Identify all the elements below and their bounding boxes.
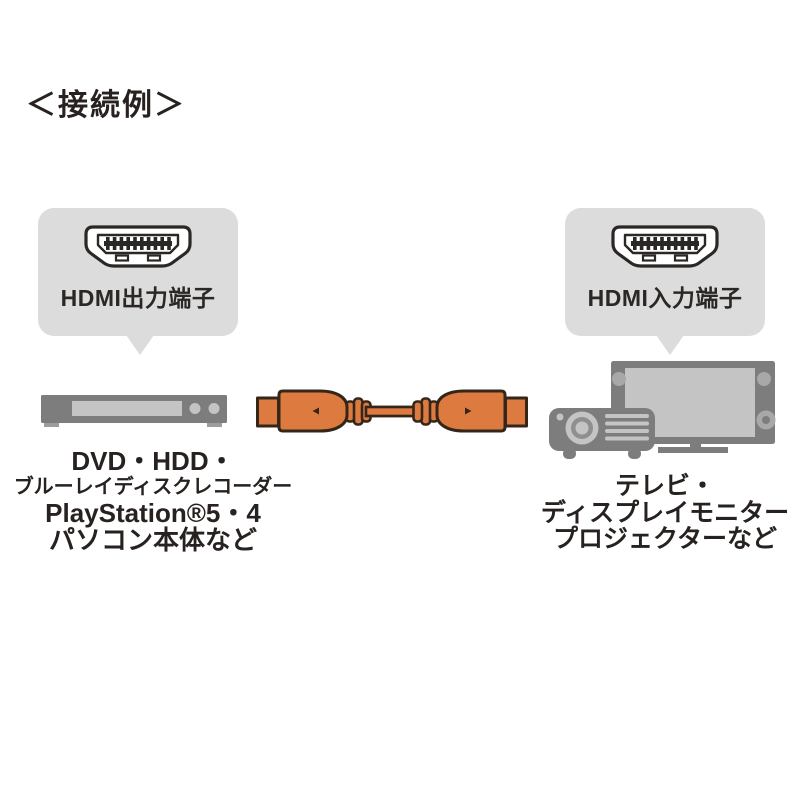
dvd-disc-tray — [72, 401, 182, 416]
callout-label-hdmi-input: HDMI入力端子 — [587, 285, 743, 311]
tv-bezel-dot-right — [757, 372, 771, 386]
dvd-button — [208, 403, 220, 414]
callout-hdmi-output: HDMI出力端子 — [38, 208, 238, 355]
callout-hdmi-input: HDMI入力端子 — [565, 208, 765, 355]
caption-line: テレビ・ — [614, 472, 715, 500]
tv-stand-neck — [690, 442, 701, 449]
hdmi-connector-icon — [84, 225, 192, 268]
projector-lens-center — [575, 421, 589, 435]
dvd-foot-right — [207, 422, 222, 427]
callout-tail — [656, 335, 684, 355]
source-device-caption: DVD・HDD・ ブルーレイディスクレコーダー PlayStation®5・4 … — [8, 448, 298, 554]
display-device-caption: テレビ・ ディスプレイモニター プロジェクターなど — [535, 473, 795, 553]
tv-stand-base — [658, 447, 728, 453]
figure-title: ＜接続例＞ — [26, 89, 186, 122]
hdmi-connector-icon — [611, 225, 719, 268]
projector-indicator-dot — [556, 413, 564, 421]
dvd-button — [189, 403, 201, 414]
tv-and-projector-illustration — [549, 361, 776, 459]
callout-label-hdmi-output: HDMI出力端子 — [60, 285, 216, 311]
caption-line: DVD・HDD・ — [71, 446, 235, 476]
tv-bezel-ring-center — [762, 416, 770, 424]
hdmi-cable-illustration — [256, 389, 528, 433]
dvd-foot-left — [44, 422, 59, 427]
dvd-recorder-illustration — [41, 395, 227, 427]
projector-vents — [605, 414, 649, 441]
caption-line: プロジェクターなど — [552, 525, 777, 553]
caption-line: ブルーレイディスクレコーダー — [13, 476, 293, 498]
hdmi-plug-right — [364, 389, 528, 433]
caption-line: ディスプレイモニター — [540, 498, 790, 527]
caption-line: PlayStation®5・4 — [45, 498, 261, 528]
callout-tail — [126, 335, 154, 355]
caption-line: パソコン本体など — [48, 525, 257, 555]
tv-bezel-dot-left — [612, 372, 626, 386]
